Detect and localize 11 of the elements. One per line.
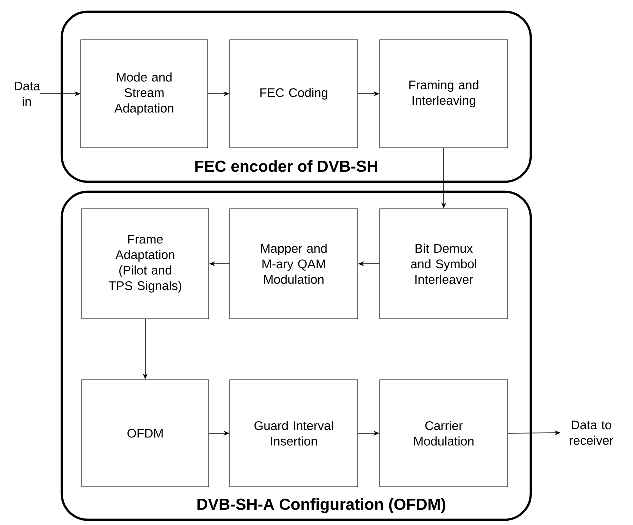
process-box: Mapper and M-ary QAM Modulation xyxy=(230,208,358,320)
process-box: Guard Interval Insertion xyxy=(230,380,358,488)
process-box: Frame Adaptation (Pilot and TPS Signals) xyxy=(82,208,210,320)
process-box: Carrier Modulation xyxy=(380,380,508,488)
flow-text: Data to receiver xyxy=(570,420,614,446)
process-box: OFDM xyxy=(82,380,210,488)
process-box: FEC Coding xyxy=(230,40,358,148)
flow-text: Data in xyxy=(15,82,40,106)
process-box: Mode and Stream Adaptation xyxy=(80,40,208,148)
process-box: Bit Demux and Symbol Interleaver xyxy=(380,208,508,320)
process-box: Framing and Interleaving xyxy=(380,40,508,148)
